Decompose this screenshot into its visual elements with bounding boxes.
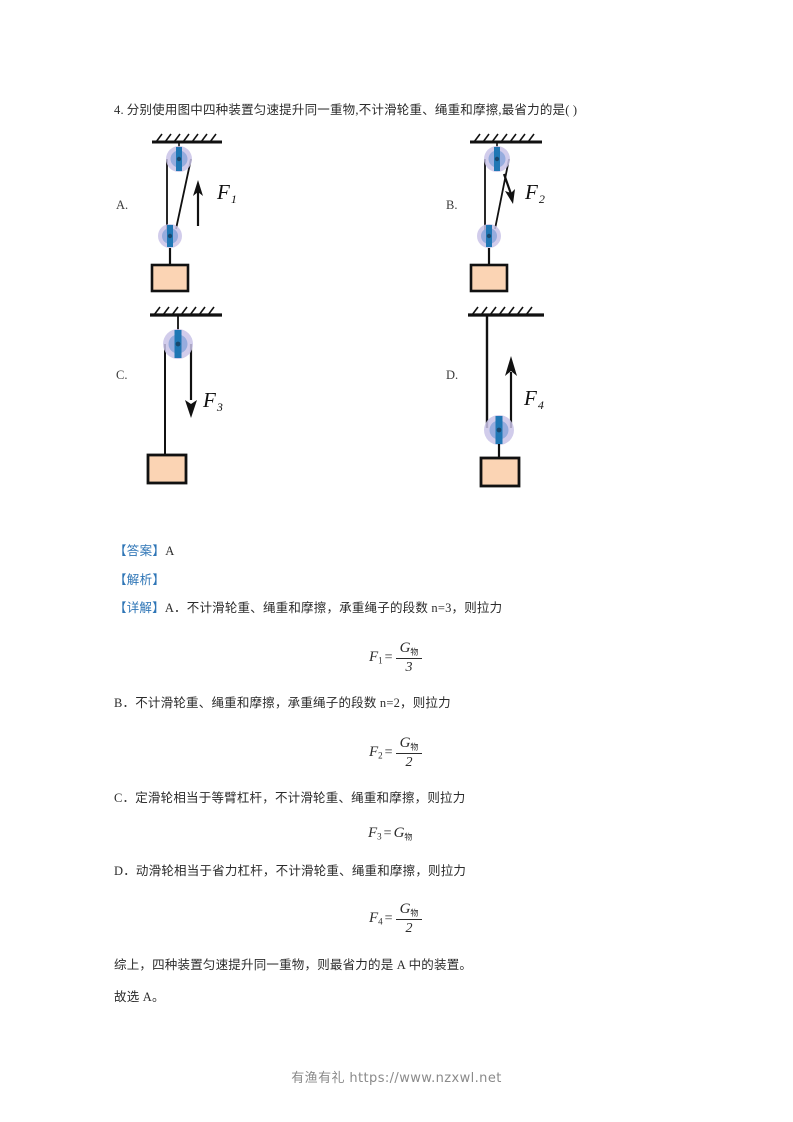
figure-c-force-label: F3 bbox=[203, 388, 223, 415]
question-text: 分别使用图中四种装置匀速提升同一重物,不计滑轮重、绳重和摩擦,最省力的是( ) bbox=[126, 103, 578, 117]
figure-a-diagram bbox=[150, 133, 222, 293]
analysis-line: 【解析】 bbox=[114, 569, 165, 588]
fraction-bar bbox=[395, 753, 423, 755]
formula-f2: F2 = G物 2 bbox=[369, 735, 423, 771]
formula-f2-equals: = bbox=[384, 744, 393, 760]
figure-a: A. bbox=[110, 128, 360, 308]
formula-f1-equals: = bbox=[384, 649, 393, 665]
formula-f4-equals: = bbox=[384, 910, 393, 926]
formula-f4: F4 = G物 2 bbox=[369, 901, 423, 937]
figure-a-force-label: F1 bbox=[217, 180, 237, 207]
detail-c-text: C．定滑轮相当于等臂杠杆，不计滑轮重、绳重和摩擦，则拉力 bbox=[114, 791, 466, 805]
detail-d-text: D．动滑轮相当于省力杠杆，不计滑轮重、绳重和摩擦，则拉力 bbox=[114, 864, 467, 878]
figure-b: B. bbox=[432, 128, 682, 308]
detail-choose: 故选 A。 bbox=[114, 990, 165, 1004]
formula-f1: F1 = G物 3 bbox=[369, 640, 423, 676]
figure-c-label: C. bbox=[116, 368, 128, 382]
question-stem: 4.分别使用图中四种装置匀速提升同一重物,不计滑轮重、绳重和摩擦,最省力的是( … bbox=[114, 101, 694, 119]
detail-paragraph-a: 【详解】A．不计滑轮重、绳重和摩擦，承重绳子的段数 n=3，则拉力 bbox=[114, 599, 714, 617]
formula-f4-denominator: 2 bbox=[405, 921, 413, 937]
detail-tag: 【详解】 bbox=[114, 601, 165, 615]
figure-d-label: D. bbox=[446, 368, 459, 382]
formula-f1-fraction: G物 3 bbox=[395, 640, 423, 676]
fraction-bar bbox=[395, 919, 423, 921]
answer-value: A bbox=[165, 544, 175, 558]
question-number: 4. bbox=[114, 103, 124, 117]
footer-watermark: 有渔有礼 https://www.nzxwl.net bbox=[291, 1071, 502, 1086]
detail-summary: 综上，四种装置匀速提升同一重物，则最省力的是 A 中的装置。 bbox=[114, 958, 473, 972]
figure-b-label: B. bbox=[446, 198, 458, 212]
figure-c: C. bbox=[110, 300, 360, 485]
fraction-bar bbox=[395, 658, 423, 660]
formula-f1-numerator: G物 bbox=[399, 640, 419, 657]
formula-f3-lhs: F3 bbox=[368, 825, 382, 842]
detail-b-text: B．不计滑轮重、绳重和摩擦，承重绳子的段数 n=2，则拉力 bbox=[114, 696, 451, 710]
figure-d-diagram bbox=[468, 306, 544, 488]
formula-f3: F3 = G物 bbox=[368, 825, 412, 842]
detail-paragraph-b: B．不计滑轮重、绳重和摩擦，承重绳子的段数 n=2，则拉力 bbox=[114, 694, 714, 712]
formula-f2-numerator: G物 bbox=[399, 735, 419, 752]
formula-f4-fraction: G物 2 bbox=[395, 901, 423, 937]
formula-f3-equals: = bbox=[383, 825, 392, 841]
answer-line: 【答案】A bbox=[114, 540, 175, 559]
figure-group: A. bbox=[0, 128, 793, 500]
figure-d-force-label: F4 bbox=[524, 386, 544, 413]
figure-a-label: A. bbox=[116, 198, 129, 212]
formula-f3-rhs: G物 bbox=[393, 825, 413, 842]
figure-c-diagram bbox=[146, 306, 222, 485]
formula-f2-denominator: 2 bbox=[405, 755, 413, 771]
figure-b-diagram bbox=[469, 133, 542, 293]
formula-f1-lhs: F1 bbox=[369, 649, 383, 666]
analysis-tag: 【解析】 bbox=[114, 573, 166, 587]
formula-f2-lhs: F2 bbox=[369, 744, 383, 761]
detail-paragraph-c: C．定滑轮相当于等臂杠杆，不计滑轮重、绳重和摩擦，则拉力 bbox=[114, 789, 714, 807]
formula-f1-denominator: 3 bbox=[405, 660, 413, 676]
answer-tag: 【答案】 bbox=[114, 544, 166, 558]
figure-d: D. bbox=[432, 300, 682, 488]
formula-f2-fraction: G物 2 bbox=[395, 735, 423, 771]
formula-f4-numerator: G物 bbox=[399, 901, 419, 918]
detail-a-text: A．不计滑轮重、绳重和摩擦，承重绳子的段数 n=3，则拉力 bbox=[164, 601, 503, 615]
figure-b-force-label: F2 bbox=[525, 180, 545, 207]
formula-f4-lhs: F4 bbox=[369, 910, 383, 927]
detail-paragraph-d: D．动滑轮相当于省力杠杆，不计滑轮重、绳重和摩擦，则拉力 bbox=[114, 862, 714, 880]
